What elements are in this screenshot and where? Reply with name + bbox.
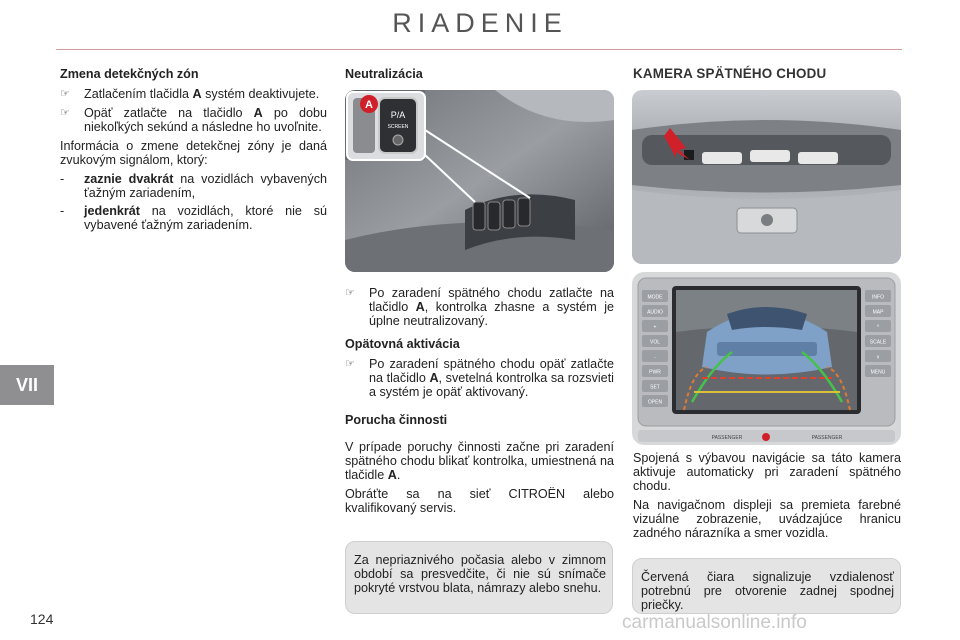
pointer-icon: ☞ [60,88,70,100]
title-divider [56,49,902,50]
note-red-line: Červená čiara signalizuje vzdialenosť po… [632,558,901,614]
display-button [642,380,668,392]
paragraph-display-info: Na navigačnom displeji sa premieta fareb… [633,498,901,540]
pointer-icon: ☞ [345,358,355,370]
heading-neutralization: Neutralizácia [345,67,423,81]
callout-a-label: A [365,99,373,111]
passenger-label-right: PASSENGER [812,435,843,441]
display-button [642,320,668,332]
display-button [865,350,891,362]
display-button-label: ^ [877,325,880,331]
pointer-icon: ☞ [60,107,70,119]
display-button-label: SET [650,385,660,391]
display-button-label: INFO [872,295,884,301]
display-button-label: OPEN [648,400,663,406]
list-item: ☞ Zatlačením tlačidla A systém deaktivuj… [60,87,320,101]
display-button [642,335,668,347]
display-button [642,290,668,302]
heading-malfunction: Porucha činnosti [345,413,448,427]
display-button-label: + [654,325,657,331]
rear-camera-image [632,90,901,264]
page-number: 124 [30,611,54,627]
display-button-label: MAP [873,310,885,316]
column-reverse-camera: Spojená s výbavou navigácie sa táto kame… [633,451,901,545]
list-item: ☞ Po zaradení spätného chodu zatlačte na… [345,286,614,328]
display-button [865,335,891,347]
display-button-label: SCALE [870,340,887,346]
page-title: RIADENIE [392,8,568,38]
heading-reactivation: Opätovná aktivácia [345,337,460,351]
column-detection-zones: Zmena detekčných zón ☞ Zatlačením tlačid… [60,67,327,236]
display-button [642,350,668,362]
display-button-label: v [877,355,880,361]
paragraph-malfunction: V prípade poruchy činnosti začne pri zar… [345,440,614,482]
paragraph-camera-activation: Spojená s výbavou navigácie sa táto kame… [633,451,901,493]
chapter-tab: VII [0,365,54,405]
note-weather: Za nepriaznivého počasia alebo v zimnom … [345,541,613,614]
list-item: - jedenkrát na vozidlách, ktoré nie sú v… [60,204,327,232]
passenger-label-left: PASSENGER [712,435,743,441]
display-button-label: VOL [650,340,660,346]
display-button [642,395,668,407]
display-button [642,365,668,377]
display-button [642,305,668,317]
paragraph-signal-info: Informácia o zmene detekčnej zóny je dan… [60,139,327,167]
display-button-label: PWR [649,370,661,376]
list-item: ☞ Po zaradení spätného chodu opäť zatlač… [345,357,614,399]
display-button-label: MENU [871,370,886,376]
list-item: ☞ Opäť zatlačte na tlačidlo A po dobu ni… [60,106,327,134]
paragraph-service: Obráťte sa na sieť CITROËN alebo kvalifi… [345,487,614,515]
display-button [865,365,891,377]
heading-reverse-camera: KAMERA SPÄTNÉHO CHODU [633,66,827,81]
button-label: P/A [391,110,406,120]
dashboard-button-image: P/A SCREEN A [345,90,614,272]
display-button [865,290,891,302]
display-button-label: - [654,355,656,361]
display-button-label: MODE [648,295,664,301]
watermark: carmanualsonline.info [622,612,807,633]
column-neutralization: ☞ Po zaradení spätného chodu zatlačte na… [345,286,614,520]
button-sublabel: SCREEN [388,124,409,130]
display-button [865,320,891,332]
display-button-label: AUDIO [647,310,663,316]
list-item: - zaznie dvakrát na vozidlách vybavených… [60,172,327,200]
display-button [865,305,891,317]
pointer-icon: ☞ [345,287,355,299]
heading-detection-zones: Zmena detekčných zón [60,67,199,81]
